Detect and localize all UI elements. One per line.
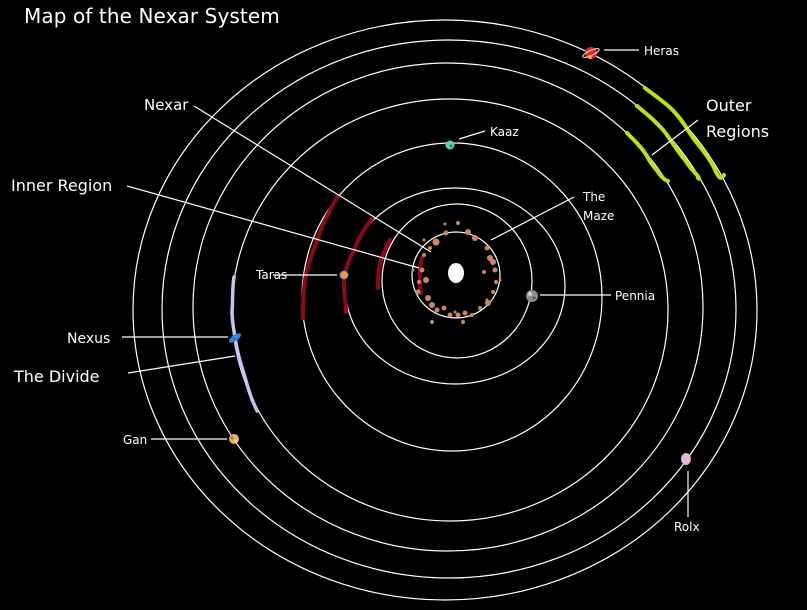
kaaz-planet[interactable] [445,140,455,150]
label-rolx: Rolx [674,520,700,534]
orbit-8 [132,19,758,601]
label-nexus: Nexus [67,331,110,347]
label-heras: Heras [644,44,679,58]
taras-planet[interactable] [339,270,349,280]
the-maze-asteroids [411,221,502,324]
label-the-maze-line2: Maze [583,209,614,223]
heras-planet[interactable] [582,47,600,59]
orbit-5 [231,98,669,522]
orbit-maze [411,231,501,319]
orbit-7 [161,39,737,579]
inner-region-arcs [301,194,424,320]
orbit-2 [381,203,533,359]
label-outer-regions-line1: Outer [706,96,752,115]
rolx-planet[interactable] [681,453,691,465]
label-taras: Taras [255,268,287,282]
label-the-divide: The Divide [13,367,100,386]
nexar-star[interactable] [448,263,464,283]
map-title: Map of the Nexar System [24,4,280,28]
leader-lines [122,49,699,517]
label-outer-regions-line2: Regions [706,122,769,141]
the-divide-band [230,275,259,413]
outer-regions-arcs [625,86,726,183]
pennia-planet[interactable] [526,290,538,302]
label-the-maze-line1: The [582,190,605,204]
label-nexar: Nexar [144,96,189,114]
label-pennia: Pennia [615,289,655,303]
label-kaaz: Kaaz [490,125,519,139]
label-gan: Gan [123,433,147,447]
orbit-6 [192,62,704,552]
orbit-4 [301,142,603,452]
nexus-planet[interactable] [228,332,243,345]
gan-planet[interactable] [229,434,239,444]
label-inner-region: Inner Region [11,176,112,195]
